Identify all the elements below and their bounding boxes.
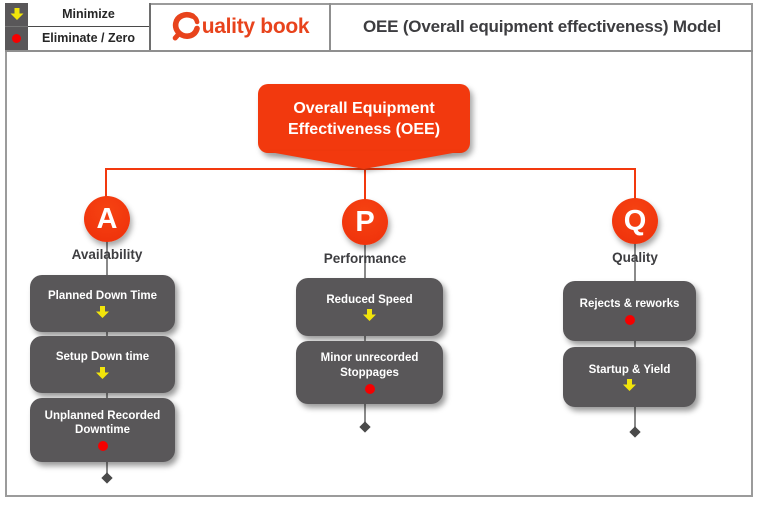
eliminate-dot-icon: [12, 33, 21, 43]
connector-line-horizontal: [106, 168, 636, 170]
loss-box-setup-down-time: Setup Down time: [30, 336, 175, 393]
performance-label: Performance: [323, 251, 407, 266]
legend-minimize-cell: [5, 3, 28, 27]
legend: Minimize Eliminate / Zero: [5, 3, 151, 50]
logo: uality book: [151, 3, 331, 50]
eliminate-dot-icon: [364, 383, 375, 394]
connector-line-availability: [105, 168, 107, 198]
loss-box-reduced-speed: Reduced Speed: [296, 278, 443, 336]
loss-box-label: Unplanned Recorded Downtime: [44, 409, 161, 436]
loss-box-label: Planned Down Time: [47, 290, 158, 303]
loss-box-rejects-reworks: Rejects & reworks: [563, 281, 696, 341]
eliminate-dot-icon: [97, 441, 108, 452]
connector-line-performance: [364, 169, 366, 202]
quality-book-logo-icon: [172, 11, 200, 40]
loss-box-label: Reduced Speed: [326, 293, 413, 306]
loss-box-planned-down-time: Planned Down Time: [30, 275, 175, 332]
performance-node-circle: P: [342, 199, 388, 245]
loss-box-unplanned-recorded-downtime: Unplanned Recorded Downtime: [30, 398, 175, 462]
legend-label-eliminate: Eliminate / Zero: [28, 26, 149, 50]
minimize-arrow-icon: [363, 309, 376, 322]
header: Minimize Eliminate / Zero uality book OE…: [5, 3, 753, 52]
loss-box-label: Setup Down time: [55, 351, 150, 364]
quality-label: Quality: [612, 250, 658, 265]
loss-box-label: Startup & Yield: [588, 363, 671, 376]
logo-text: uality book: [201, 14, 310, 38]
connector-line-quality: [634, 168, 636, 200]
legend-label-minimize: Minimize: [28, 3, 149, 27]
minimize-arrow-icon: [96, 366, 109, 379]
minimize-arrow-icon: [10, 8, 23, 21]
availability-label: Availability: [71, 247, 143, 262]
eliminate-dot-icon: [624, 315, 635, 326]
loss-box-minor-unrecorded-stoppages: Minor unrecorded Stoppages: [296, 341, 443, 404]
loss-box-label: Minor unrecorded Stoppages: [320, 352, 419, 379]
loss-box-startup-yield: Startup & Yield: [563, 347, 696, 407]
availability-node-circle: A: [84, 196, 130, 242]
minimize-arrow-icon: [96, 305, 109, 318]
oee-root-banner: Overall Equipment Effectiveness (OEE): [258, 84, 470, 153]
page-title: OEE (Overall equipment effectiveness) Mo…: [363, 16, 721, 36]
minimize-arrow-icon: [623, 379, 636, 392]
loss-box-label: Rejects & reworks: [579, 297, 680, 310]
oee-root-banner-point: [264, 151, 464, 169]
quality-node-circle: Q: [612, 198, 658, 244]
legend-eliminate-cell: [5, 26, 28, 50]
